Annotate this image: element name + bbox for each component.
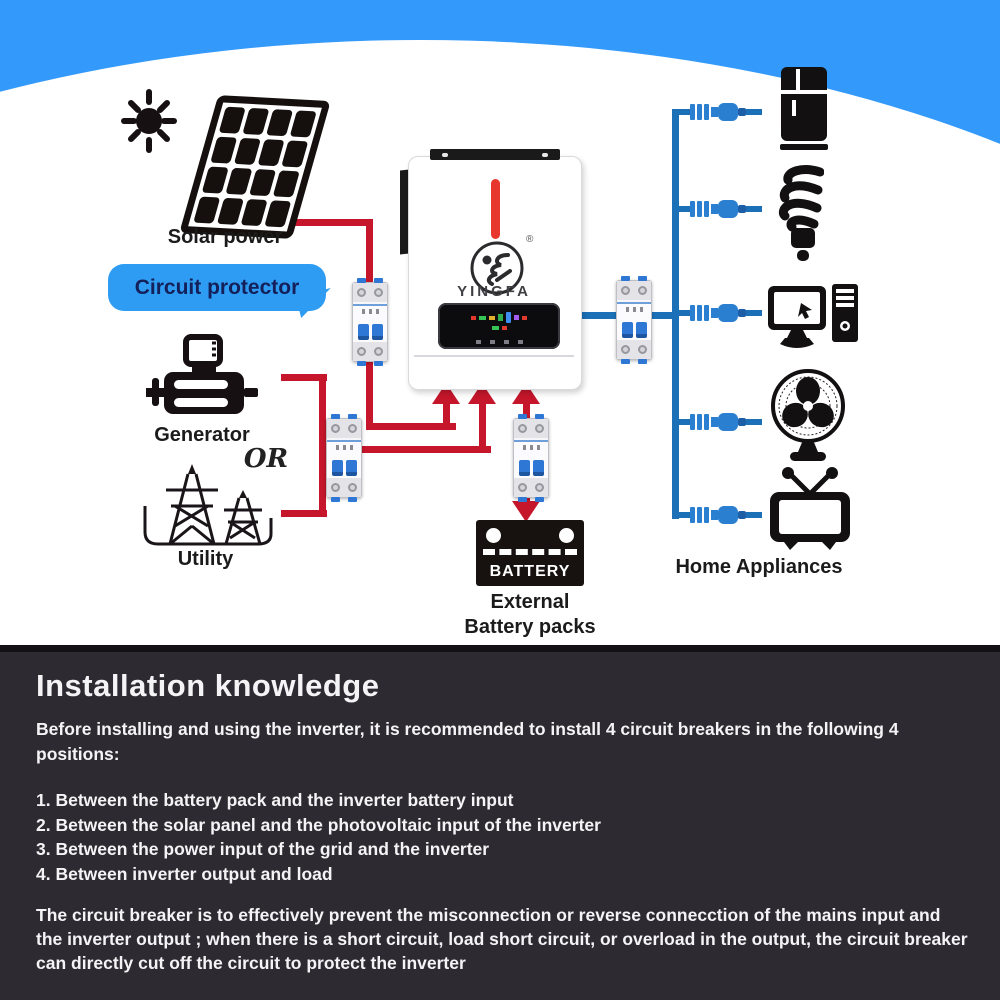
registered-mark: ® xyxy=(526,234,534,245)
fan-icon xyxy=(771,369,845,461)
breaker-position-item: 4. Between inverter output and load xyxy=(36,863,333,884)
ac-input-stem xyxy=(479,402,486,453)
breaker-position-item: 1. Between the battery pack and the inve… xyxy=(36,790,514,810)
circuit-breaker-load xyxy=(616,276,652,364)
plug-icon xyxy=(676,506,762,524)
solar-wire-down-1 xyxy=(366,219,373,285)
generator-wire xyxy=(281,374,327,381)
pv-input-stem xyxy=(443,402,450,428)
battery-down-arrow xyxy=(512,501,540,522)
sun-icon xyxy=(121,89,177,153)
or-label: OR xyxy=(243,444,289,474)
circuit-protector-label: Circuit protector xyxy=(134,275,300,299)
appliance-bus-wire xyxy=(672,109,679,519)
plug-icon xyxy=(676,200,762,218)
inverter-output-wire xyxy=(582,312,618,319)
solar-wire-to-inverter xyxy=(366,423,456,430)
utility-label: Utility xyxy=(177,548,234,570)
external-battery-label: External Battery packs xyxy=(464,591,596,638)
brand-logo-icon xyxy=(470,241,524,295)
circuit-breaker-grid xyxy=(326,414,362,502)
utility-wire xyxy=(281,510,327,517)
inverter-brand-label: YINGFA xyxy=(457,283,531,300)
battery-terminal xyxy=(486,528,501,543)
breaker-position-item: 3. Between the power input of the grid a… xyxy=(36,839,490,859)
info-panel: Installation knowledge Before installing… xyxy=(0,645,1000,1000)
home-appliances-label: Home Appliances xyxy=(675,556,843,578)
circuit-protector-callout: Circuit protector xyxy=(108,264,326,311)
info-intro: Before installing and using the inverter… xyxy=(36,719,899,764)
battery-label: BATTERY xyxy=(489,563,571,580)
breaker-position-list: 1. Between the battery pack and the inve… xyxy=(36,788,964,886)
solar-wire-down-2 xyxy=(366,357,373,429)
utility-towers-icon xyxy=(143,464,273,546)
solar-wire-horizontal xyxy=(290,219,373,226)
plug-icon xyxy=(676,413,762,431)
battery-icon: BATTERY xyxy=(476,520,584,586)
battery-dashed-line xyxy=(483,549,577,555)
inverter-divider xyxy=(414,355,574,357)
tv-icon xyxy=(770,467,850,550)
output-wire-2 xyxy=(650,312,678,319)
info-title: Installation knowledge xyxy=(36,668,380,703)
header-band xyxy=(0,0,1000,200)
display-buttons xyxy=(438,340,560,344)
plug-icon xyxy=(676,304,762,322)
battery-wire-top xyxy=(523,402,530,420)
info-note: The circuit breaker is to effectively pr… xyxy=(36,905,968,973)
circuit-breaker-pv xyxy=(352,278,388,366)
fridge-icon xyxy=(780,67,828,150)
source-bus-wire xyxy=(319,374,326,517)
generator-label: Generator xyxy=(154,424,250,446)
battery-terminal xyxy=(559,528,574,543)
cfl-bulb-icon xyxy=(779,165,824,261)
breaker-position-item: 2. Between the solar panel and the photo… xyxy=(36,814,601,835)
desktop-computer-icon xyxy=(768,284,858,348)
grid-wire-to-inverter xyxy=(319,446,491,453)
inverter-display xyxy=(438,303,560,349)
inverter-led-strip xyxy=(491,179,500,239)
solar-power-label: Solar power xyxy=(167,226,283,248)
circuit-breaker-battery xyxy=(513,414,549,502)
generator-icon xyxy=(146,334,258,414)
plug-icon xyxy=(676,103,762,121)
inverter-mount-bracket xyxy=(430,149,560,160)
